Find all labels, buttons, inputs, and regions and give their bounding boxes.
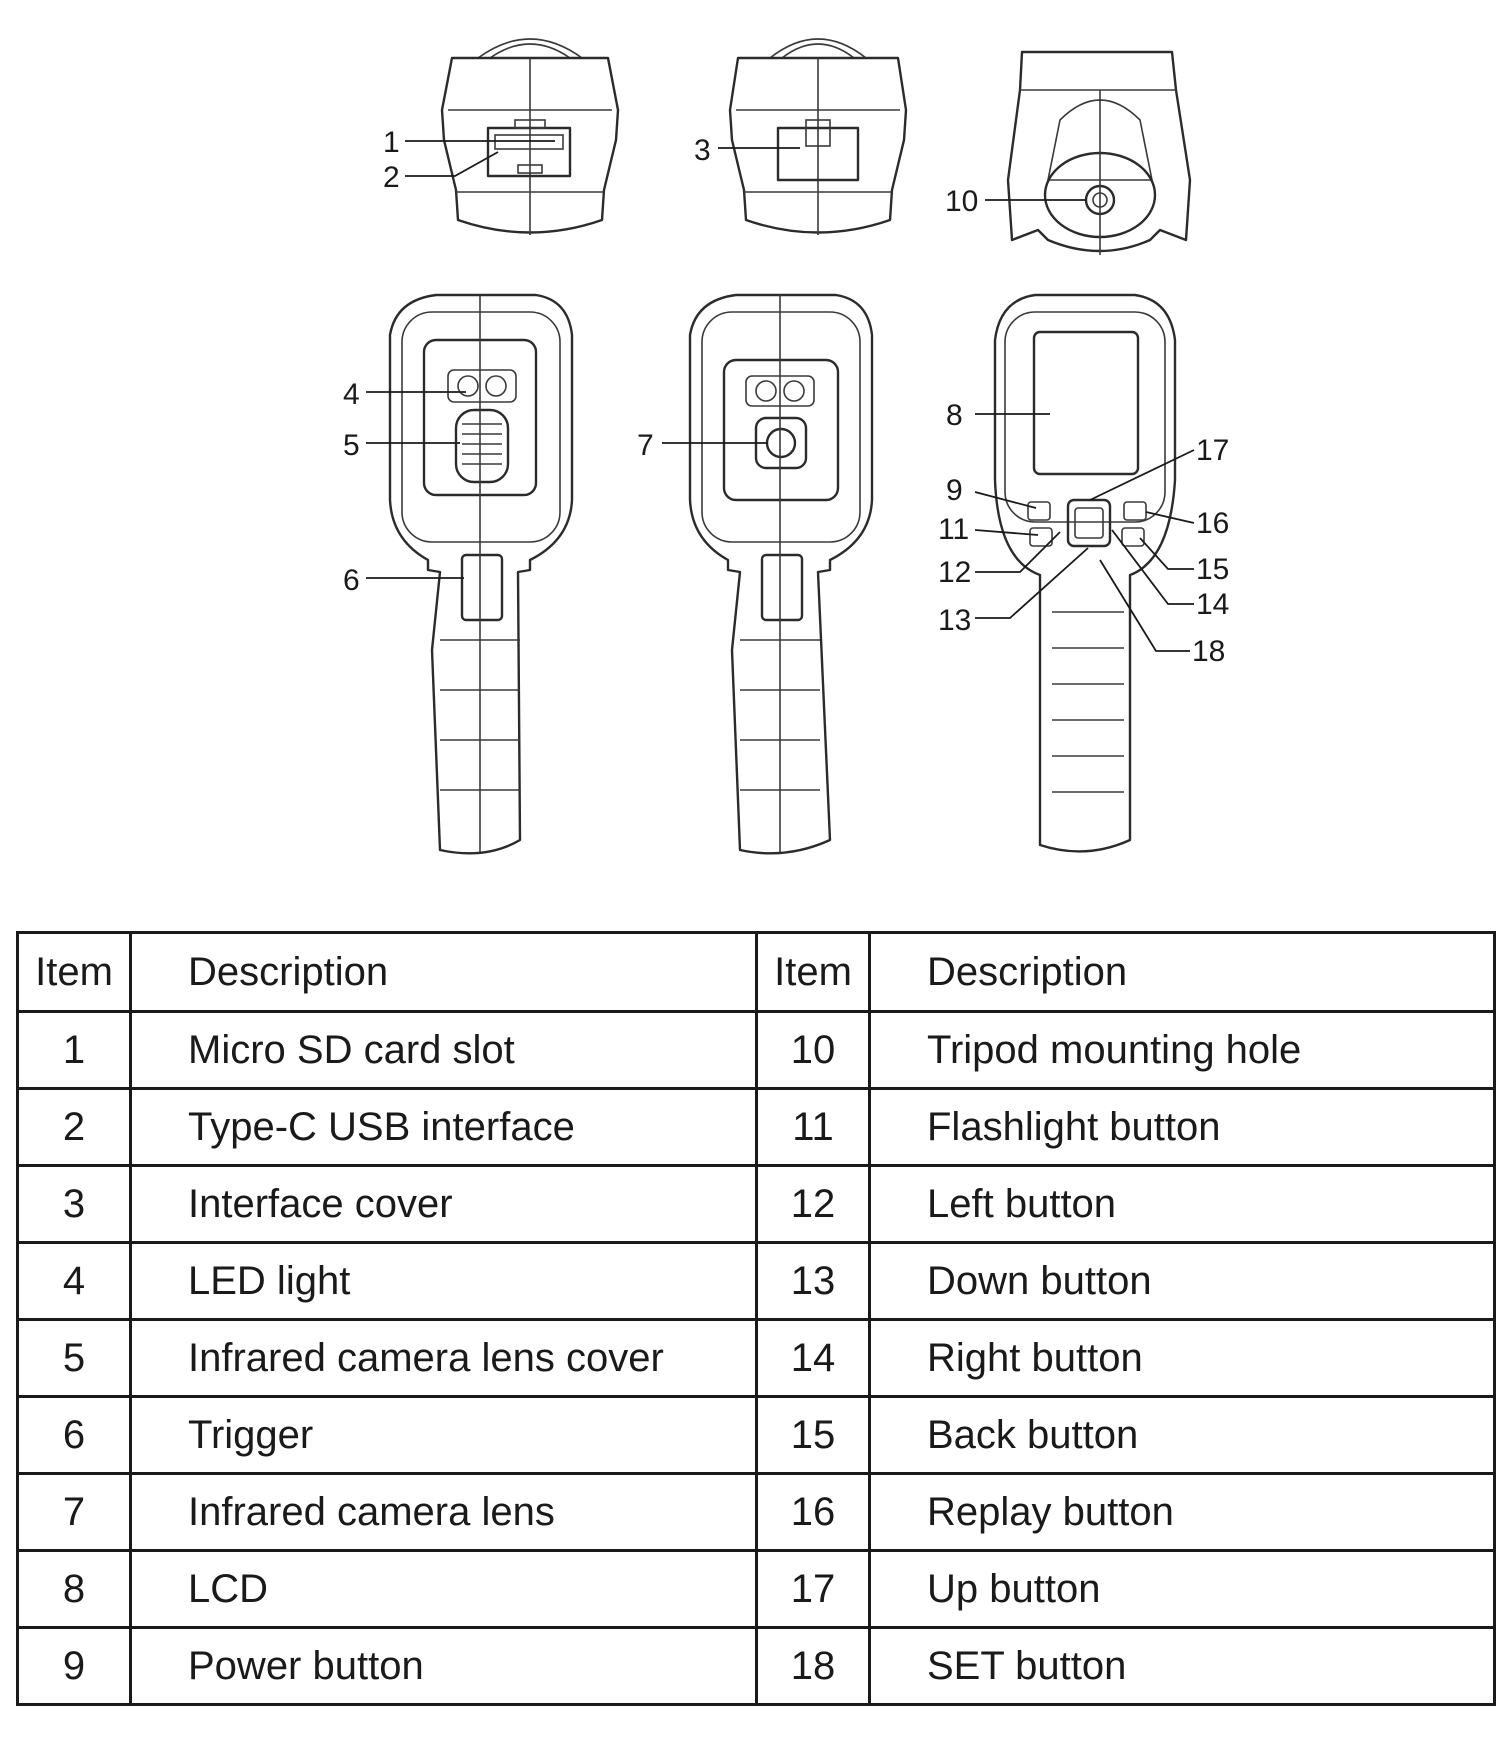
item-description-left: Trigger (129, 1395, 758, 1475)
header-item-right: Item (755, 931, 871, 1013)
callout-7: 7 (637, 429, 768, 462)
item-description-left: LCD (129, 1549, 758, 1629)
device-drawing: 1 2 3 10 (343, 38, 1229, 855)
svg-text:8: 8 (946, 399, 963, 432)
svg-text:4: 4 (343, 378, 360, 411)
item-number-right: 13 (755, 1241, 871, 1321)
top-view-ports (440, 38, 620, 235)
item-number-left: 7 (16, 1472, 132, 1552)
svg-text:18: 18 (1192, 635, 1225, 668)
item-number-right: 14 (755, 1318, 871, 1398)
item-number-left: 5 (16, 1318, 132, 1398)
header-item-left: Item (16, 931, 132, 1013)
item-description-right: Back button (868, 1395, 1496, 1475)
svg-text:3: 3 (694, 134, 711, 167)
svg-text:9: 9 (946, 474, 963, 507)
item-description-left: Power button (129, 1626, 758, 1706)
item-description-right: Flashlight button (868, 1087, 1496, 1167)
item-description-left: Infrared camera lens cover (129, 1318, 758, 1398)
table-header-row: Item Description Item Description (16, 931, 1496, 1013)
svg-text:10: 10 (945, 185, 978, 218)
callout-18: 18 (1099, 559, 1225, 668)
header-description-right: Description (868, 931, 1496, 1013)
callout-6: 6 (343, 564, 464, 597)
front-view-lens (688, 293, 874, 855)
header-description-left: Description (129, 931, 758, 1013)
callout-5: 5 (343, 429, 460, 462)
item-description-left: Infrared camera lens (129, 1472, 758, 1552)
item-number-left: 4 (16, 1241, 132, 1321)
item-description-left: Micro SD card slot (129, 1010, 758, 1090)
svg-text:7: 7 (637, 429, 654, 462)
svg-text:14: 14 (1196, 588, 1229, 621)
item-description-right: Replay button (868, 1472, 1496, 1552)
item-number-left: 3 (16, 1164, 132, 1244)
callout-9: 9 (946, 474, 1037, 509)
svg-text:6: 6 (343, 564, 360, 597)
svg-text:1: 1 (383, 126, 400, 159)
bottom-view (1006, 50, 1192, 255)
callout-14: 14 (1111, 529, 1229, 621)
item-number-left: 2 (16, 1087, 132, 1167)
item-number-left: 1 (16, 1010, 132, 1090)
item-number-right: 12 (755, 1164, 871, 1244)
svg-text:17: 17 (1196, 434, 1229, 467)
callout-4: 4 (343, 378, 466, 411)
device-diagram: 1 2 3 10 (343, 38, 1229, 855)
item-description-right: Down button (868, 1241, 1496, 1321)
callout-16: 16 (1145, 507, 1229, 540)
item-number-right: 15 (755, 1395, 871, 1475)
front-view-cover (388, 293, 574, 855)
svg-text:13: 13 (938, 604, 971, 637)
callout-12: 12 (938, 531, 1061, 589)
svg-text:12: 12 (938, 556, 971, 589)
svg-text:16: 16 (1196, 507, 1229, 540)
item-description-right: Up button (868, 1549, 1496, 1629)
item-number-right: 11 (755, 1087, 871, 1167)
item-number-left: 6 (16, 1395, 132, 1475)
item-description-right: Right button (868, 1318, 1496, 1398)
item-description-right: Left button (868, 1164, 1496, 1244)
item-number-right: 16 (755, 1472, 871, 1552)
callout-8: 8 (946, 399, 1050, 432)
item-number-right: 10 (755, 1010, 871, 1090)
svg-text:11: 11 (938, 513, 969, 546)
callout-1: 1 (383, 126, 555, 159)
item-description-right: SET button (868, 1626, 1496, 1706)
top-view-cover (728, 38, 908, 235)
callout-2: 2 (383, 151, 499, 194)
item-description-left: Type-C USB interface (129, 1087, 758, 1167)
item-number-left: 9 (16, 1626, 132, 1706)
svg-text:15: 15 (1196, 553, 1229, 586)
callout-11: 11 (938, 513, 1039, 546)
item-number-left: 8 (16, 1549, 132, 1629)
item-number-right: 18 (755, 1626, 871, 1706)
svg-text:2: 2 (383, 161, 400, 194)
svg-text:5: 5 (343, 429, 360, 462)
callout-17: 17 (1089, 434, 1229, 501)
item-number-right: 17 (755, 1549, 871, 1629)
callout-3: 3 (694, 134, 800, 167)
callout-10: 10 (945, 185, 1086, 218)
item-description-left: Interface cover (129, 1164, 758, 1244)
rear-view (993, 293, 1177, 853)
callout-13: 13 (938, 547, 1089, 637)
item-description-right: Tripod mounting hole (868, 1010, 1496, 1090)
item-description-left: LED light (129, 1241, 758, 1321)
callout-15: 15 (1139, 537, 1229, 586)
